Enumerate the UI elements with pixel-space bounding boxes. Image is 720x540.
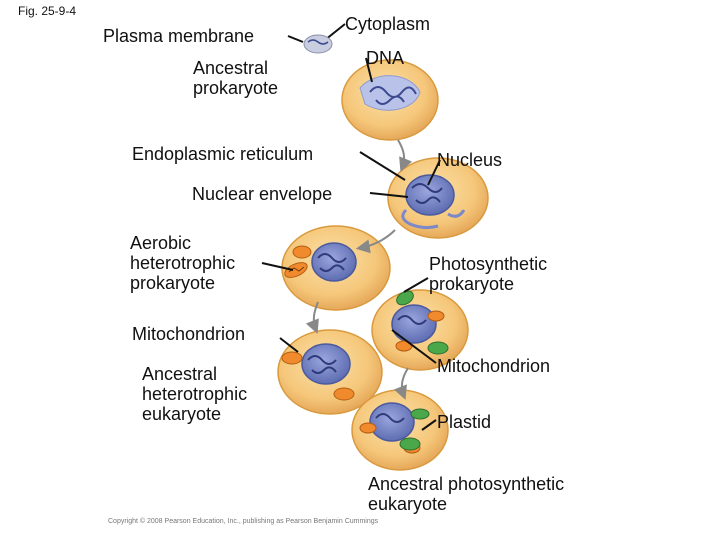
cell-engulfing-photosynthetic [371, 289, 469, 371]
leader-lines [261, 23, 441, 431]
label-nuclear-envelope: Nuclear envelope [192, 184, 333, 204]
label-ancestral-prokaryote: Ancestral prokaryote [193, 58, 279, 98]
photosynthetic-prokaryote [396, 290, 414, 306]
arrow-step-2 [355, 229, 396, 254]
mitochondrion [427, 310, 445, 322]
figure-id: Fig. 25-9-4 [18, 4, 77, 18]
cell-nucleus-forming [387, 157, 489, 239]
plastid [427, 341, 449, 355]
copyright-notice: Copyright © 2008 Pearson Education, Inc.… [108, 518, 379, 525]
leader-aerobic-prokaryote [261, 262, 294, 271]
label-plasma-membrane: Plasma membrane [103, 26, 255, 46]
mitochondrion [292, 245, 312, 259]
cell-ancestral-prokaryote [341, 59, 439, 141]
leader-plastid [421, 419, 437, 431]
label-photosynthetic-prokaryote: Photosynthetic prokaryote [429, 254, 548, 294]
process-arrows [305, 139, 413, 400]
mitochondrion [333, 387, 355, 401]
label-aerobic-heterotrophic-prokaryote: Aerobic heterotrophic prokaryote [130, 233, 236, 293]
leader-mitochondrion-left [279, 337, 299, 353]
label-mitochondrion-left: Mitochondrion [132, 324, 246, 344]
label-ancestral-photosynthetic-eukaryote: Ancestral photosynthetic eukaryote [368, 474, 565, 514]
cell-heterotrophic-eukaryote [277, 329, 383, 415]
label-ancestral-heterotrophic-eukaryote: Ancestral heterotrophic eukaryote [142, 364, 248, 424]
plastid [410, 408, 430, 420]
er-membrane [401, 208, 466, 230]
mitochondrion [359, 422, 377, 434]
arrow-step-3 [305, 301, 319, 334]
label-plastid: Plastid [437, 412, 492, 432]
label-cytoplasm: Cytoplasm [345, 14, 431, 34]
mitochondrion [281, 351, 303, 365]
label-mitochondrion-right: Mitochondrion [437, 356, 551, 376]
arrow-step-1 [397, 139, 413, 172]
label-dna: DNA [366, 48, 405, 68]
plastid [399, 437, 421, 451]
leader-nucleus [427, 159, 441, 186]
dna-strand [369, 86, 417, 105]
leader-photosynthetic-prokaryote [403, 277, 429, 293]
aerobic-prokaryote [284, 262, 308, 278]
leader-endoplasmic-reticulum [359, 151, 406, 181]
arrow-step-4 [393, 367, 409, 400]
leader-dna [365, 57, 373, 83]
cell-photosynthetic-eukaryote [351, 389, 449, 471]
cell-engulfing-aerobe [281, 225, 391, 311]
leader-mitochondrion-right [391, 329, 437, 364]
label-endoplasmic-reticulum: Endoplasmic reticulum [132, 144, 314, 164]
leader-nuclear-envelope [369, 192, 409, 198]
membrane-inset [303, 34, 333, 54]
leader-plasma-membrane [287, 35, 304, 43]
label-nucleus: Nucleus [437, 150, 503, 170]
